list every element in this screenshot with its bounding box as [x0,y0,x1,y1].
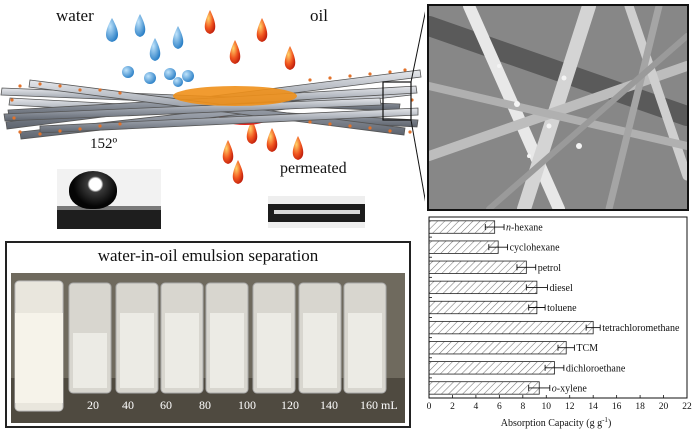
zoom-line-top [410,11,425,83]
bar-label-n-hexane: n-hexane [506,223,543,234]
x-tick-label-22: 22 [682,402,692,412]
water-droplets [106,14,194,87]
bar-label-toluene: toluene [547,303,577,314]
x-tick-label-0: 0 [427,402,432,412]
x-tick-label-8: 8 [520,402,525,412]
sem-micrograph [427,4,689,211]
oil-on-membrane [173,86,297,106]
chart-x-axis-label: Absorption Capacity (g g-1) [501,416,612,429]
emulsion-panel-title: water-in-oil emulsion separation [97,246,319,265]
bar-TCM [428,341,567,355]
absorption-capacity-chart: n-hexane cyclohexane petrol diesel toluene te… [427,216,692,429]
emulsion-separation-panel: water-in-oil emulsion separation [5,241,411,428]
volume-label-100: 100 [238,398,256,412]
oil-label: oil [310,6,328,25]
volume-label-40: 40 [122,398,134,412]
nanoparticles [10,68,414,136]
bar-petrol [428,260,527,274]
volume-label-20: 20 [87,398,99,412]
zoom-line-bottom [410,119,425,202]
x-tick-label-20: 20 [659,402,669,412]
x-tick-label-10: 10 [542,402,552,412]
x-tick-label-14: 14 [588,402,598,412]
x-tick-label-12: 12 [565,402,575,412]
bar-n-hexane [428,220,496,234]
bar-label-cyclohexane: cyclohexane [510,243,561,254]
bar-label-TCM: TCM [576,343,598,354]
bar-label-diesel: diesel [549,283,573,294]
x-tick-label-18: 18 [635,402,645,412]
x-tick-label-2: 2 [450,402,455,412]
volume-label-120: 120 [281,398,299,412]
volume-label-140: 140 [320,398,338,412]
contact-angle-photo [57,169,161,229]
x-tick-label-6: 6 [497,402,502,412]
bar-cyclohexane [428,240,499,254]
bar-o-xylene [428,381,540,395]
bar-dichloroethane [428,361,555,375]
vials-photo: 20 40 60 80 100 120 140 160 mL [11,273,405,423]
bar-label-dichloroethane: dichloroethane [566,363,626,374]
water-label: water [56,6,94,25]
x-tick-label-4: 4 [474,402,479,412]
x-tick-label-16: 16 [612,402,622,412]
volume-label-160: 160 mL [360,398,398,412]
bar-toluene [428,300,538,315]
chart-frame [428,216,688,399]
bar-tetrachloromethane [428,320,594,335]
bar-label-petrol: petrol [538,263,562,274]
water-droplet-image [69,171,117,209]
volume-label-80: 80 [199,398,211,412]
bar-diesel [428,280,538,295]
zoom-box [382,81,412,121]
bar-label-o-xylene: o-xylene [552,383,588,394]
contact-angle-label: 152º [90,136,118,152]
schematic-diagram [0,10,425,202]
permeated-label: permeated [280,160,347,177]
volume-label-60: 60 [160,398,172,412]
oil-droplets [204,10,304,184]
bar-label-tetrachloromethane: tetrachloromethane [602,323,680,334]
permeated-photo [268,196,365,228]
